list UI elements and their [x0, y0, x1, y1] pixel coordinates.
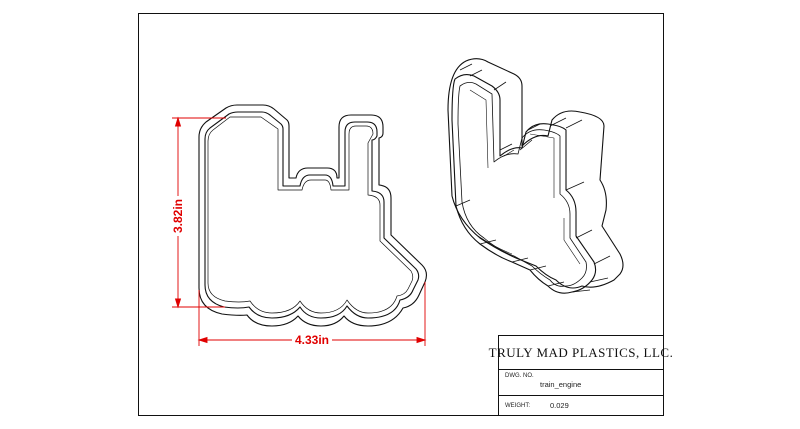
weight-value: 0.029 — [550, 401, 569, 410]
height-arrow-top — [174, 116, 182, 127]
weight-label: WEIGHT: — [505, 403, 530, 409]
title-block — [498, 335, 664, 416]
width-dimension-label: 4.33in — [295, 333, 329, 347]
dimensions — [172, 116, 427, 346]
title-block-frame — [498, 335, 664, 416]
iso-inner-ridge-2 — [469, 89, 581, 265]
width-label-bg — [292, 332, 332, 348]
iso-back-outline — [447, 58, 624, 289]
height-arrow-bottom — [174, 298, 182, 309]
dwg-no-value: train_engine — [540, 380, 581, 389]
company-name: TRULY MAD PLASTICS, LLC. — [489, 345, 674, 360]
iso-depth-lines — [455, 63, 611, 293]
cutter-outer-profile — [198, 104, 428, 327]
cutter-inner-profile — [204, 111, 420, 319]
iso-front-outline — [451, 73, 597, 294]
isometric-view — [447, 58, 624, 294]
front-view — [198, 104, 428, 327]
cutter-edge-line — [207, 116, 414, 314]
sheet-border — [138, 13, 664, 416]
dwg-no-label: DWG. NO. — [505, 373, 534, 379]
iso-inner-ridge — [457, 82, 587, 287]
height-label-bg — [167, 196, 189, 236]
height-dimension-label: 3.82in — [171, 199, 185, 233]
width-arrow-right — [416, 336, 427, 344]
width-arrow-left — [197, 336, 208, 344]
